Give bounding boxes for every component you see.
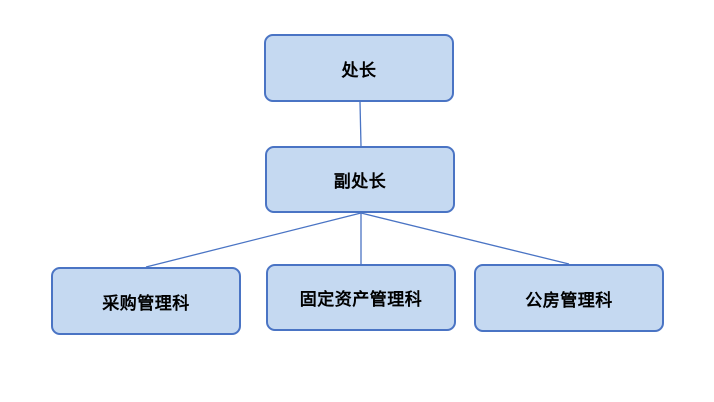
node-chief-label: 处长	[341, 60, 377, 81]
node-deputy-chief: 副处长	[265, 146, 455, 213]
connector-deputy-purchasing	[145, 212, 362, 268]
node-purchasing-section: 采购管理科	[51, 267, 241, 335]
node-housing-section: 公房管理科	[474, 264, 664, 332]
connector-chief-deputy	[359, 101, 362, 147]
node-purchasing-section-label: 采购管理科	[102, 293, 190, 314]
node-fixed-assets-section-label: 固定资产管理科	[299, 290, 423, 310]
node-fixed-assets-section: 固定资产管理科	[266, 264, 456, 331]
node-chief: 处长	[264, 34, 454, 102]
node-housing-section-label: 公房管理科	[525, 290, 613, 311]
node-deputy-chief-label: 副处长	[333, 172, 387, 192]
connector-deputy-housing	[360, 212, 570, 265]
